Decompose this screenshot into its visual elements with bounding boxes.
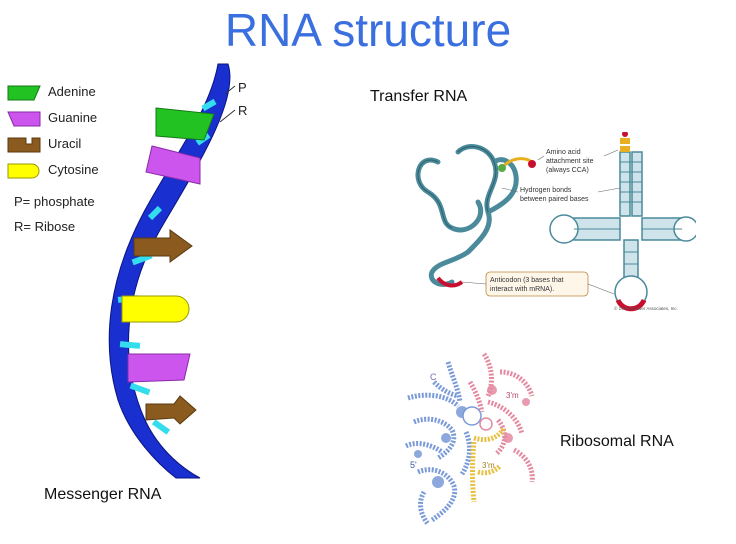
legend-uracil-label: Uracil bbox=[48, 136, 82, 151]
mrna-strand-diagram bbox=[108, 63, 236, 479]
rrna-mark-c: C bbox=[430, 372, 437, 382]
trna-3d-tail-end bbox=[528, 160, 536, 168]
rrna-domain-yellow bbox=[470, 426, 507, 503]
legend-adenine-label: Adenine bbox=[48, 84, 96, 99]
trna-3d-anticodon bbox=[436, 276, 464, 288]
legend-ribose: R= Ribose bbox=[14, 219, 76, 234]
trna-anticodon-loop bbox=[615, 298, 647, 312]
strand-label-r: R bbox=[238, 103, 248, 118]
trna-3d-ribbon-detail bbox=[417, 146, 497, 229]
rrna-diagram: C 5' 3'm 3'm bbox=[404, 352, 535, 526]
strand-label-p: P bbox=[238, 80, 247, 95]
rrna-mark-3m-yellow: 3'm bbox=[482, 461, 495, 470]
uracil-base-2 bbox=[145, 395, 197, 425]
legend-phosphate: P= phosphate bbox=[14, 194, 95, 209]
amino-acid-callout-line2: attachment site bbox=[546, 158, 594, 165]
ribosomal-rna-label: Ribosomal RNA bbox=[560, 433, 674, 450]
anticodon-callout-line1: Anticodon (3 bases that bbox=[490, 277, 564, 284]
anticodon-callout-line2: interact with mRNA). bbox=[490, 286, 554, 293]
legend-guanine-label: Guanine bbox=[48, 110, 98, 125]
cytosine-base bbox=[121, 295, 190, 323]
uracil-swatch bbox=[7, 137, 41, 153]
guanine-base bbox=[145, 145, 201, 185]
rrna-center-loop bbox=[462, 406, 482, 426]
hbond-callout-line2: between paired bases bbox=[520, 196, 589, 203]
trna-copyright: © 1999 Sinauer Associates, Inc. bbox=[614, 305, 678, 311]
adenine-swatch bbox=[7, 85, 41, 101]
trna-diagram: Amino acid attachment site (always CCA) … bbox=[415, 132, 696, 312]
trna-acceptor-stem bbox=[620, 132, 630, 152]
page-title: RNA structure bbox=[224, 4, 512, 56]
cytosine-swatch bbox=[7, 163, 40, 179]
adenine-base bbox=[155, 107, 215, 141]
rrna-mark-3m-pink: 3'm bbox=[506, 391, 519, 400]
trna-cloverleaf bbox=[549, 151, 696, 309]
rrna-loop-2 bbox=[479, 417, 493, 431]
mrna-backbone bbox=[108, 63, 231, 479]
messenger-rna-label: Messenger RNA bbox=[44, 486, 162, 503]
rrna-domain-blue bbox=[404, 361, 472, 526]
trna-cloverleaf-rungs bbox=[574, 161, 682, 265]
guanine-base-2 bbox=[127, 353, 191, 383]
uracil-base bbox=[133, 229, 193, 263]
amino-acid-callout-line3: (always CCA) bbox=[546, 167, 589, 174]
amino-acid-callout-box bbox=[544, 146, 604, 180]
rrna-mark-5prime: 5' bbox=[410, 460, 417, 470]
legend-cytosine-label: Cytosine bbox=[48, 162, 99, 177]
hbond-callout-line1: Hydrogen bonds bbox=[520, 187, 572, 194]
amino-acid-callout-line1: Amino acid bbox=[546, 149, 581, 156]
rrna-domain-pink-fill bbox=[487, 385, 530, 443]
guanine-swatch bbox=[7, 111, 41, 127]
transfer-rna-label: Transfer RNA bbox=[370, 88, 468, 105]
